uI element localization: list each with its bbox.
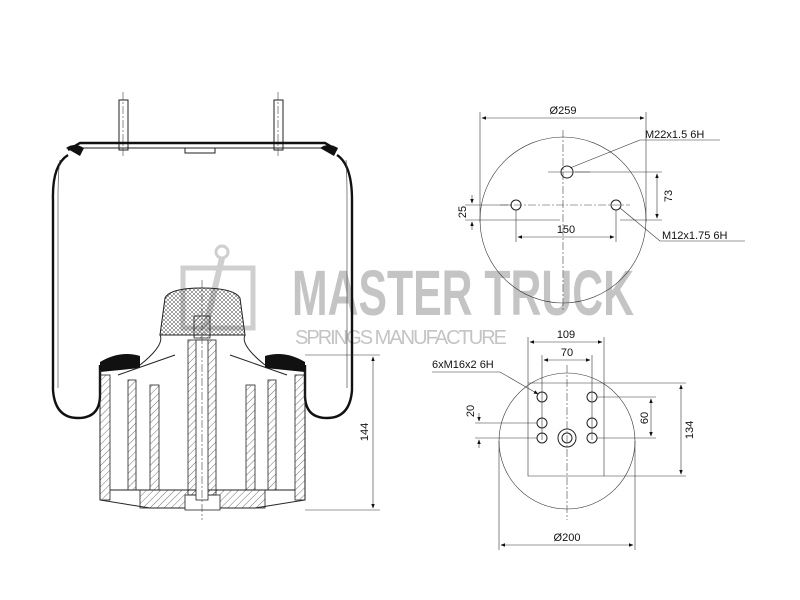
- base-thread-leader: [432, 371, 539, 395]
- hole-spacing-label: 150: [557, 224, 575, 236]
- bellows-left: [51, 153, 102, 420]
- top-plate: [67, 141, 338, 152]
- air-spring-side-view: [51, 92, 380, 520]
- center-thread-label: M22x1.5 6H: [645, 129, 704, 141]
- watermark-brand: MASTER TRUCK: [292, 257, 634, 329]
- bump-stop: [159, 287, 246, 336]
- offset-label: 25: [457, 206, 469, 218]
- bellows-right: [303, 154, 354, 420]
- side-thread-label: M12x1.75 6H: [662, 230, 727, 242]
- center-thread-leader: [569, 139, 720, 169]
- base-thread-label: 6xM16x2 6H: [432, 359, 494, 371]
- side-height-label: 144: [359, 423, 371, 441]
- outer-width-label: 109: [557, 329, 575, 341]
- inner-width-label: 70: [561, 347, 573, 359]
- hole-pitch-label: 20: [465, 405, 477, 417]
- top-diameter-label: Ø259: [550, 105, 577, 117]
- hole-span-label: 60: [639, 412, 651, 424]
- mounting-stud: [273, 99, 284, 151]
- side-thread-leader: [619, 207, 745, 242]
- piston-base-view: [432, 337, 686, 550]
- base-height-label: 134: [684, 421, 696, 439]
- mounting-stud: [118, 99, 129, 151]
- center-port: [557, 428, 577, 448]
- top-plate-view: [465, 112, 745, 310]
- center-offset-label: 73: [663, 190, 675, 202]
- base-diameter-label: Ø200: [554, 532, 581, 544]
- watermark-tagline: SPRINGS MANUFACTURE: [295, 327, 507, 349]
